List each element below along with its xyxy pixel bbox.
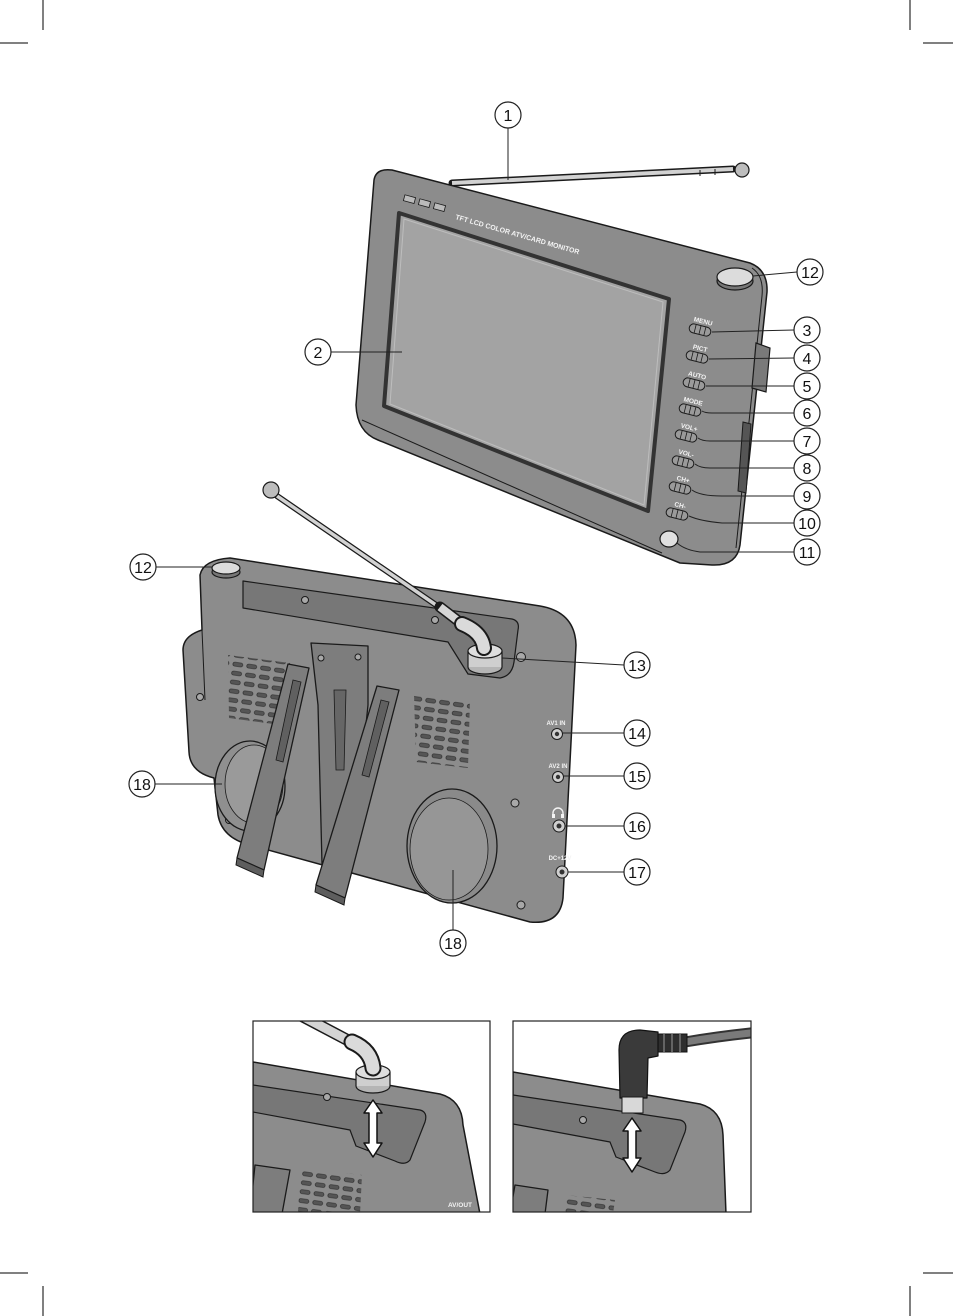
back-top-knob	[212, 562, 240, 578]
hinge-slot	[334, 690, 346, 770]
screw	[355, 654, 361, 660]
headphone-cup	[561, 814, 564, 818]
callout-label: 9	[803, 489, 812, 506]
callout-label: 14	[628, 726, 646, 743]
front-tv: TFT LCD COLOR ATV/CARD MONITOR MENU PICT	[356, 163, 770, 565]
screw	[432, 617, 439, 624]
screw	[580, 1117, 587, 1124]
callout-label: 15	[628, 769, 646, 786]
callout-label: 10	[798, 516, 816, 533]
speaker-cone	[410, 798, 488, 900]
callout-label: 11	[799, 545, 816, 562]
callout-17: 17	[568, 859, 650, 885]
jack-hole	[560, 870, 565, 875]
power-knob	[717, 268, 753, 290]
jack-hole	[557, 824, 562, 829]
screw	[197, 694, 204, 701]
speaker-right	[407, 789, 497, 903]
antenna-tip	[263, 482, 279, 498]
av1-in-label: AV1 IN	[547, 721, 566, 727]
ir-sensor	[660, 531, 678, 547]
callout-16: 16	[565, 813, 650, 839]
callout-label: 13	[628, 658, 646, 675]
callout-1: 1	[495, 102, 521, 180]
callout-label: 12	[134, 560, 152, 577]
callout-label: 5	[803, 379, 812, 396]
dc-in-label: DC+12V	[549, 856, 572, 862]
front-antenna	[452, 163, 749, 183]
callout-label: 16	[628, 819, 646, 836]
back-tv: AV1 IN AV2 IN DC+12V	[183, 482, 576, 922]
callout-label: 1	[504, 108, 513, 125]
callout-label: 7	[803, 434, 812, 451]
antenna-tip	[735, 163, 749, 177]
callout-label: 18	[444, 936, 462, 953]
knob-top	[717, 268, 753, 286]
antenna-rod	[452, 169, 733, 183]
inset-leg	[510, 1185, 548, 1214]
callout-label: 17	[628, 865, 646, 882]
callout-label: 18	[133, 777, 151, 794]
av2-in-label: AV2 IN	[549, 764, 568, 770]
headphone-cup	[552, 814, 555, 818]
callout-14: 14	[563, 720, 650, 746]
av-out-label: AV/OUT	[448, 1202, 472, 1209]
speaker-grille-right	[414, 694, 470, 768]
inset-grille	[298, 1168, 362, 1214]
jack-hole	[555, 732, 559, 736]
screw	[517, 653, 526, 662]
callout-label: 12	[801, 265, 819, 282]
screw	[324, 1094, 331, 1101]
plug-tip	[622, 1097, 643, 1113]
screw	[511, 799, 519, 807]
callout-15: 15	[564, 763, 650, 789]
callout-label: 8	[803, 461, 812, 478]
inset-antenna-connection: AV/OUT	[250, 1015, 490, 1214]
callout-label: 6	[803, 406, 812, 423]
jack-hole	[556, 775, 560, 779]
screw	[302, 597, 309, 604]
callout-label: 2	[314, 345, 323, 362]
screw	[517, 901, 525, 909]
inset-plug-connection	[510, 1021, 760, 1214]
callout-label: 4	[803, 351, 812, 368]
knob-top	[212, 562, 240, 574]
callout-label: 3	[803, 323, 812, 340]
screw	[318, 655, 324, 661]
strain-relief	[655, 1034, 687, 1052]
